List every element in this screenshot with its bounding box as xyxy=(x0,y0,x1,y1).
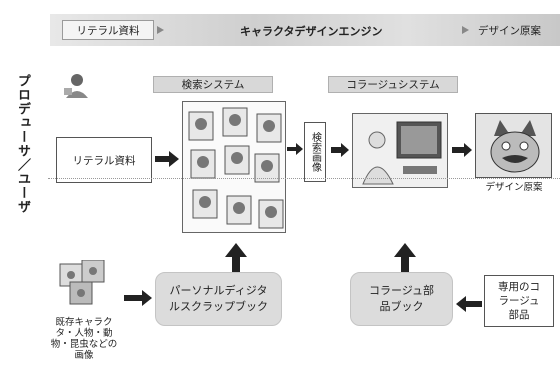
collage-parts-text: コラージュ部品ブック xyxy=(368,284,434,313)
arrow-right-2 xyxy=(287,143,303,155)
banner-literal-material: リテラル資料 xyxy=(62,20,154,40)
scrapbook-box: パーソナルディジタルスクラップブック xyxy=(155,272,282,326)
collage-parts-book-box: コラージュ部品ブック xyxy=(350,272,453,326)
arrow-up-scrapbook xyxy=(225,243,247,289)
arrow-left-lower xyxy=(456,296,482,312)
arrow-right-1 xyxy=(155,151,179,167)
dedicated-parts-text: 専用のコラージュ部品 xyxy=(498,281,540,321)
image-stack-icon xyxy=(59,259,105,305)
section-divider xyxy=(48,178,560,179)
banner-literal-material-label: リテラル資料 xyxy=(76,24,140,37)
arrow-up-parts-book xyxy=(394,243,416,289)
producer-person-icon xyxy=(64,74,88,98)
side-title: プロデューサ／ユーザ xyxy=(15,74,30,214)
existing-images-stack xyxy=(58,259,108,308)
arrow-right-lower xyxy=(124,290,152,306)
search-image-text: 検索画像 xyxy=(309,132,321,172)
arrow-right-4 xyxy=(452,143,472,157)
search-system-text: 検索システム xyxy=(181,79,245,91)
arrow-right-3 xyxy=(331,143,349,157)
banner-arrow-2 xyxy=(462,26,469,34)
search-image-box: 検索画像 xyxy=(304,122,326,182)
collage-system-label: コラージュシステム xyxy=(328,76,458,93)
banner-design-draft: デザイン原案 xyxy=(478,25,541,37)
banner-arrow-1 xyxy=(157,26,164,34)
person-at-computer-icon xyxy=(362,121,442,185)
literal-material-text: リテラル資料 xyxy=(72,154,136,167)
face-thumbnails-icon xyxy=(188,107,284,229)
collage-system-text: コラージュシステム xyxy=(346,79,440,91)
search-system-label: 検索システム xyxy=(153,76,273,93)
design-draft-image xyxy=(475,113,552,178)
scrapbook-text: パーソナルディジタルスクラップブック xyxy=(169,284,268,313)
literal-material-box: リテラル資料 xyxy=(56,137,152,183)
existing-images-caption: 既存キャラクタ・人物・動物・昆虫などの画像 xyxy=(50,317,118,361)
design-draft-caption: デザイン原案 xyxy=(485,182,543,193)
search-results-panel xyxy=(182,101,286,233)
banner-title: キャラクタデザインエンジン xyxy=(240,25,383,38)
collage-workstation-panel xyxy=(352,113,448,188)
dedicated-parts-box: 専用のコラージュ部品 xyxy=(484,275,554,327)
cat-character-icon xyxy=(490,120,540,173)
engine-banner: リテラル資料 キャラクタデザインエンジン デザイン原案 xyxy=(50,14,560,46)
